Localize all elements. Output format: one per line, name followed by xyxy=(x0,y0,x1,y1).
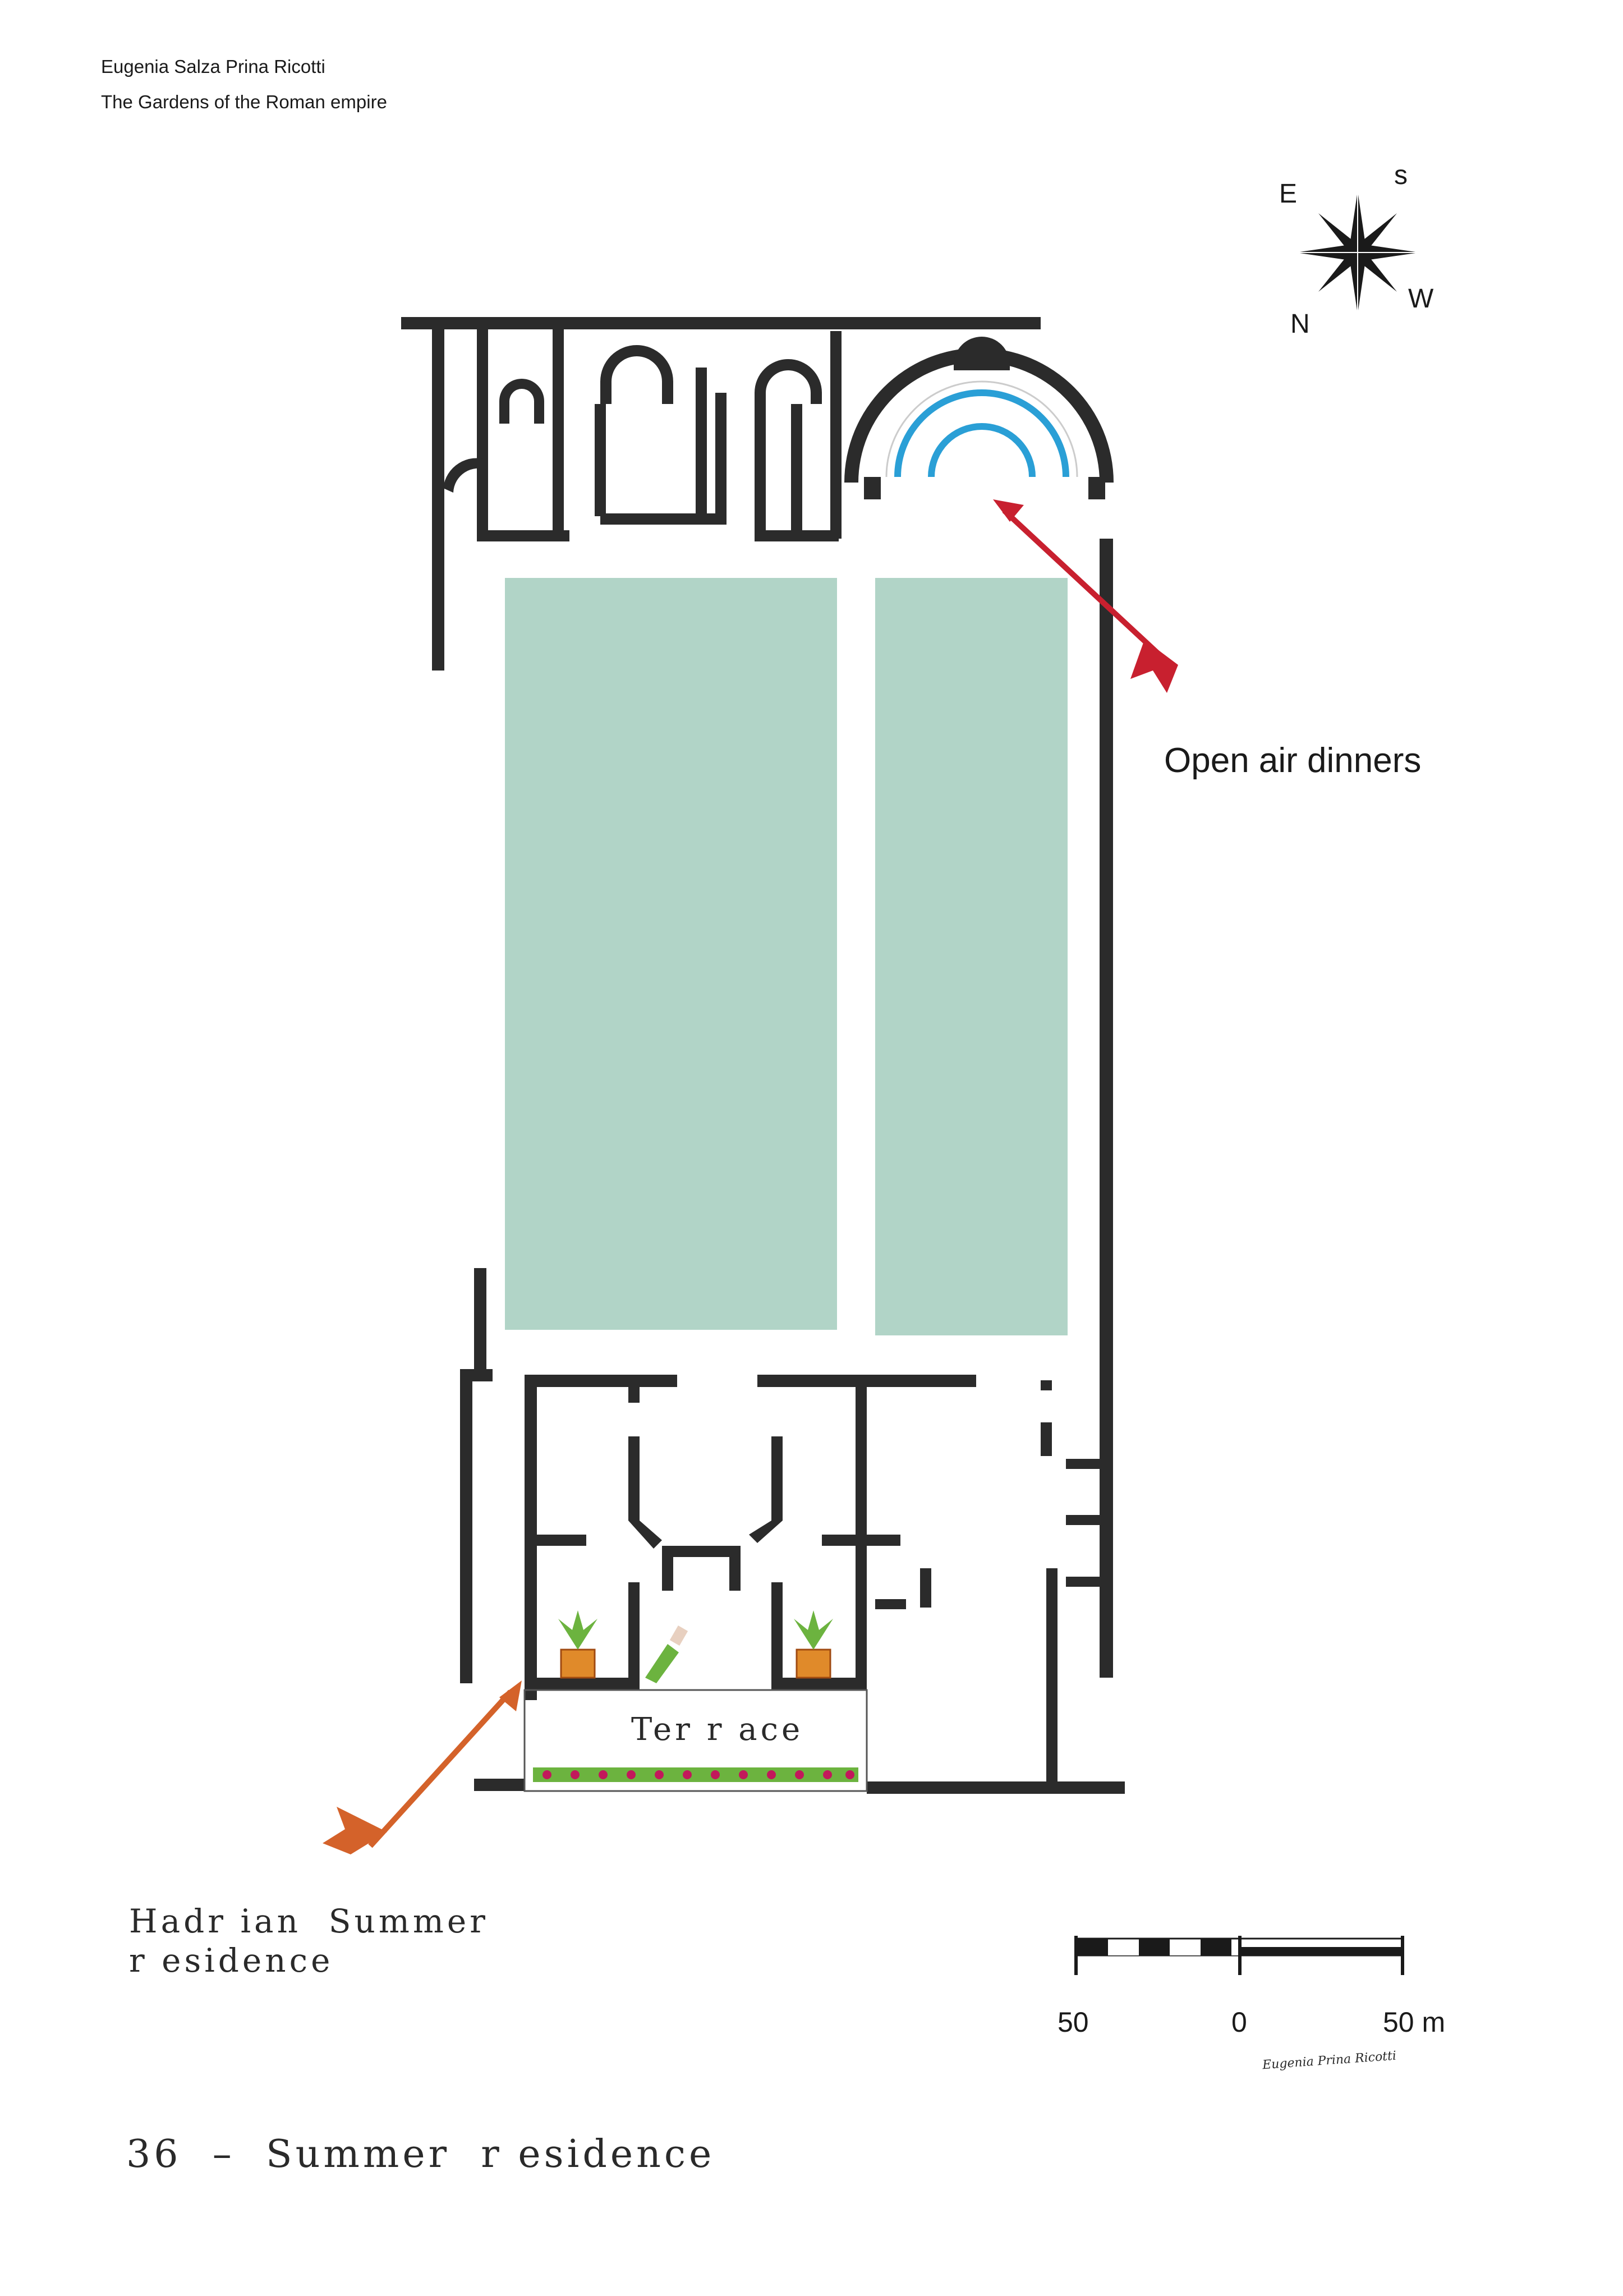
walls xyxy=(401,317,1125,1794)
garden-bed-right xyxy=(875,578,1068,1335)
flower-border xyxy=(533,1767,858,1782)
page-caption: 36 – Summer r esidence xyxy=(126,2132,715,2176)
open-air-dinners-label: Open air dinners xyxy=(1164,741,1422,780)
compass-rose-icon xyxy=(1296,191,1419,314)
scale-left-label: 50 xyxy=(1058,2006,1089,2038)
potted-plant-right xyxy=(794,1610,833,1679)
statue-figure xyxy=(645,1625,688,1683)
book-title: The Gardens of the Roman empire xyxy=(101,91,387,112)
scale-middle-label: 0 xyxy=(1231,2006,1247,2038)
arrow-open-air-dinners xyxy=(993,499,1178,693)
hadrian-label-line1: Hadr ian Summer xyxy=(129,1902,489,1940)
potted-plant-left xyxy=(558,1610,597,1679)
terrace-label: Ter r ace xyxy=(631,1711,804,1748)
compass-south: s xyxy=(1394,160,1408,190)
compass-east: E xyxy=(1279,179,1298,209)
compass-north: N xyxy=(1290,309,1310,339)
compass-west: W xyxy=(1408,284,1434,314)
garden-bed-left xyxy=(505,578,837,1330)
terrace-outline xyxy=(523,1689,868,1792)
author-name: Eugenia Salza Prina Ricotti xyxy=(101,56,325,77)
scale-bar xyxy=(1074,1936,1404,1975)
scale-right-label: 50 m xyxy=(1383,2006,1446,2038)
hadrian-label-line2: r esidence xyxy=(129,1941,334,1980)
arrow-hadrian-residence xyxy=(323,1680,522,1854)
apse-pool-outline xyxy=(885,380,1078,477)
apse-pool xyxy=(894,389,1069,477)
